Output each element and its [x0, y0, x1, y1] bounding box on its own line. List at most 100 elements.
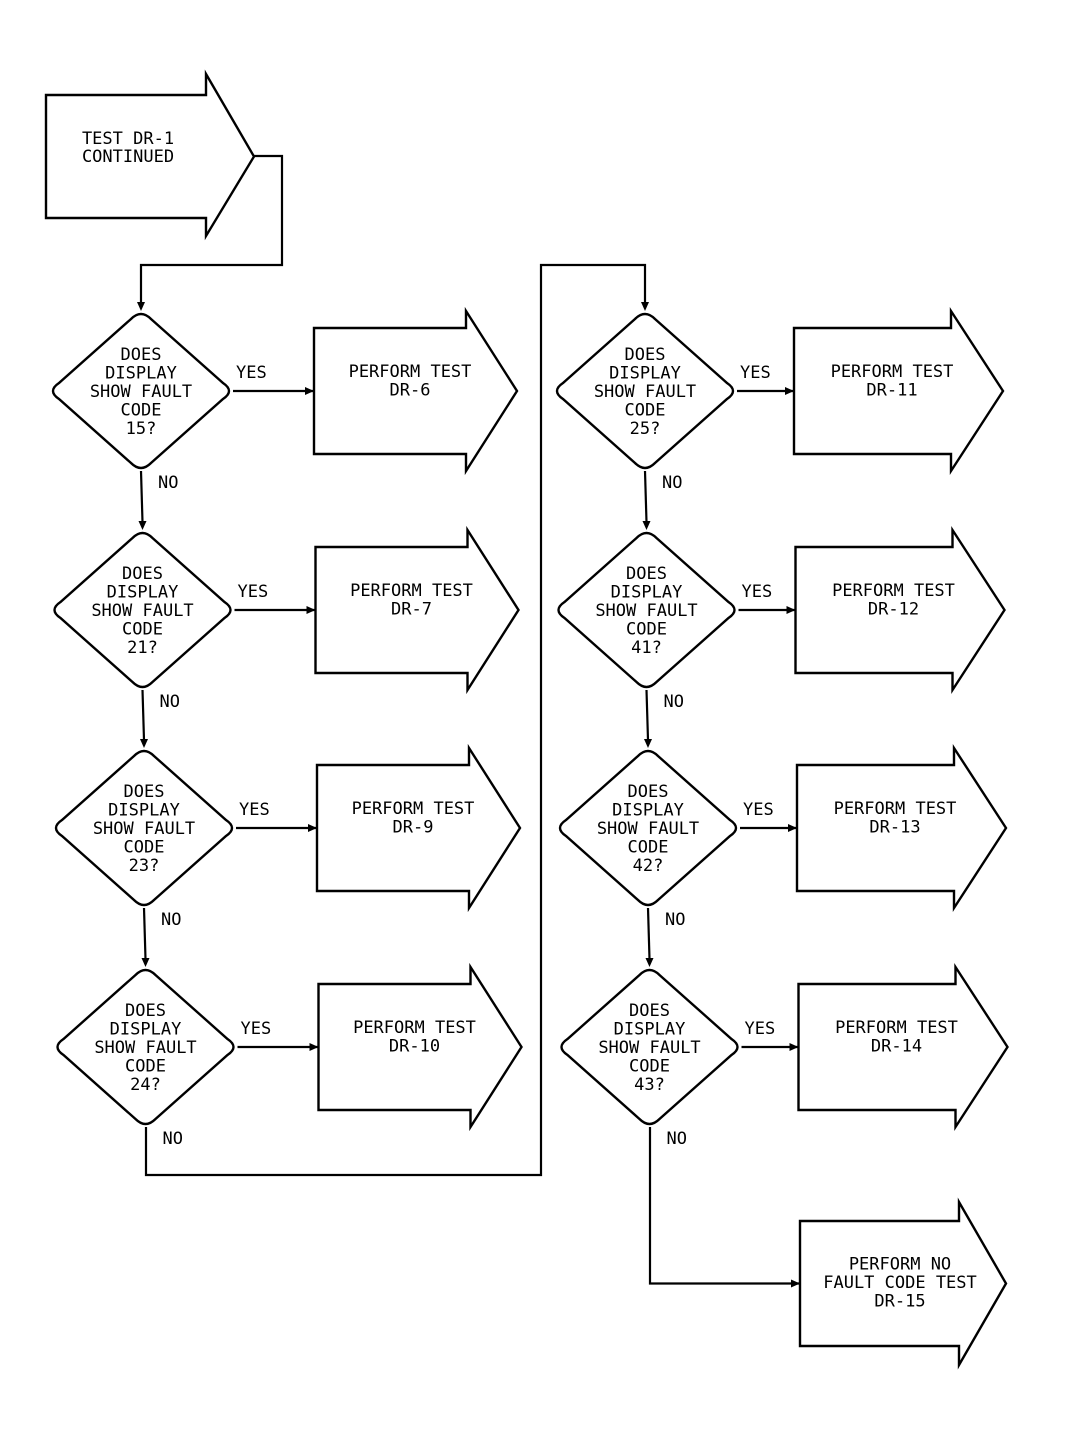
- arrow-head: [138, 521, 147, 530]
- decision-diamond: [558, 749, 738, 907]
- yes-label: YES: [236, 363, 267, 383]
- decision-question: DOES: [626, 564, 667, 584]
- decision-question: DOES: [121, 345, 162, 365]
- decision-question: DOES: [625, 345, 666, 365]
- action-label: DR-12: [868, 600, 919, 620]
- start-label: CONTINUED: [82, 147, 174, 167]
- decision-question: CODE: [629, 1057, 670, 1077]
- action-label: PERFORM TEST: [832, 581, 955, 601]
- final-label: FAULT CODE TEST: [823, 1273, 977, 1293]
- decision-question: SHOW FAULT: [90, 382, 192, 402]
- action-label: PERFORM TEST: [352, 799, 475, 819]
- decision-question: DISPLAY: [107, 583, 179, 603]
- decision-diamond: [560, 968, 739, 1126]
- decision-question: DOES: [122, 564, 163, 584]
- arrow-head: [641, 302, 649, 311]
- action-label: DR-14: [871, 1037, 922, 1057]
- decision-question: CODE: [626, 620, 667, 640]
- no-label: NO: [160, 692, 180, 712]
- decision-question: SHOW FAULT: [598, 1038, 700, 1058]
- arrow-head: [642, 521, 651, 530]
- action-label: DR-9: [393, 818, 434, 838]
- action-label: DR-10: [389, 1037, 440, 1057]
- arrow-head: [308, 824, 317, 832]
- yes-label: YES: [742, 582, 773, 602]
- arrow-head: [306, 606, 316, 614]
- action-label: DR-13: [869, 818, 920, 838]
- decision-question: 23?: [129, 856, 160, 876]
- action-block-arrow: [794, 525, 1006, 695]
- decision-diamond: [56, 968, 235, 1126]
- decision-question: 41?: [631, 638, 662, 658]
- decision-question: 15?: [126, 419, 157, 439]
- decision-question: SHOW FAULT: [91, 601, 193, 621]
- no-connector: [645, 689, 650, 741]
- decision-question: CODE: [121, 401, 162, 421]
- final-label: DR-15: [874, 1292, 925, 1312]
- yes-label: YES: [238, 582, 269, 602]
- decision-diamond: [54, 749, 234, 907]
- action-block-arrow: [795, 743, 1008, 913]
- arrow-head: [786, 606, 796, 614]
- arrow-head: [789, 1043, 799, 1051]
- arrow-head: [140, 739, 148, 748]
- decision-question: SHOW FAULT: [594, 382, 696, 402]
- decision-question: 21?: [127, 638, 158, 658]
- action-label: PERFORM TEST: [350, 581, 473, 601]
- action-label: DR-6: [390, 381, 431, 401]
- start-connector-arrow: [44, 69, 256, 241]
- decision-question: 43?: [634, 1075, 665, 1095]
- decision-question: 24?: [130, 1075, 161, 1095]
- decision-question: DISPLAY: [609, 364, 681, 384]
- decision-question: SHOW FAULT: [597, 819, 699, 839]
- arrow-head: [305, 387, 314, 395]
- no-label: NO: [161, 910, 181, 930]
- arrow-head: [137, 302, 145, 311]
- action-block-arrow: [315, 743, 522, 913]
- action-label: PERFORM TEST: [831, 362, 954, 382]
- no-connector: [142, 907, 147, 960]
- action-label: PERFORM TEST: [349, 362, 472, 382]
- decision-question: DISPLAY: [611, 583, 683, 603]
- action-label: PERFORM TEST: [353, 1018, 476, 1038]
- decision-question: SHOW FAULT: [595, 601, 697, 621]
- decision-question: CODE: [125, 1057, 166, 1077]
- action-block-arrow: [792, 306, 1005, 476]
- final-block-arrow: [798, 1197, 1008, 1370]
- no-connector: [643, 470, 648, 523]
- no-connector: [139, 470, 144, 523]
- arrow-head: [791, 1279, 800, 1288]
- connector-to-final: [648, 1127, 799, 1285]
- yes-label: YES: [239, 800, 270, 820]
- action-label: DR-11: [866, 381, 917, 401]
- action-block-arrow: [797, 962, 1009, 1132]
- no-label: NO: [667, 1129, 687, 1149]
- action-label: DR-7: [391, 600, 432, 620]
- arrow-head: [788, 824, 797, 832]
- arrow-head: [644, 739, 652, 748]
- yes-label: YES: [743, 800, 774, 820]
- decision-question: DISPLAY: [614, 1020, 686, 1040]
- arrow-head: [785, 387, 794, 395]
- no-connector: [646, 907, 651, 960]
- arrow-head: [309, 1043, 319, 1051]
- decision-question: CODE: [625, 401, 666, 421]
- arrow-head: [645, 958, 654, 967]
- decision-question: DISPLAY: [612, 801, 684, 821]
- no-label: NO: [163, 1129, 183, 1149]
- decision-question: SHOW FAULT: [93, 819, 195, 839]
- decision-diamond: [51, 312, 231, 470]
- decision-question: DOES: [628, 782, 669, 802]
- decision-diamond: [557, 531, 736, 689]
- action-label: PERFORM TEST: [835, 1018, 958, 1038]
- action-label: PERFORM TEST: [834, 799, 957, 819]
- action-block-arrow: [314, 525, 520, 695]
- no-connector: [141, 689, 146, 741]
- decision-question: DOES: [125, 1001, 166, 1021]
- decision-question: DISPLAY: [110, 1020, 182, 1040]
- decision-question: CODE: [122, 620, 163, 640]
- decision-question: CODE: [124, 838, 165, 858]
- start-label: TEST DR-1: [82, 129, 174, 149]
- decision-question: CODE: [628, 838, 669, 858]
